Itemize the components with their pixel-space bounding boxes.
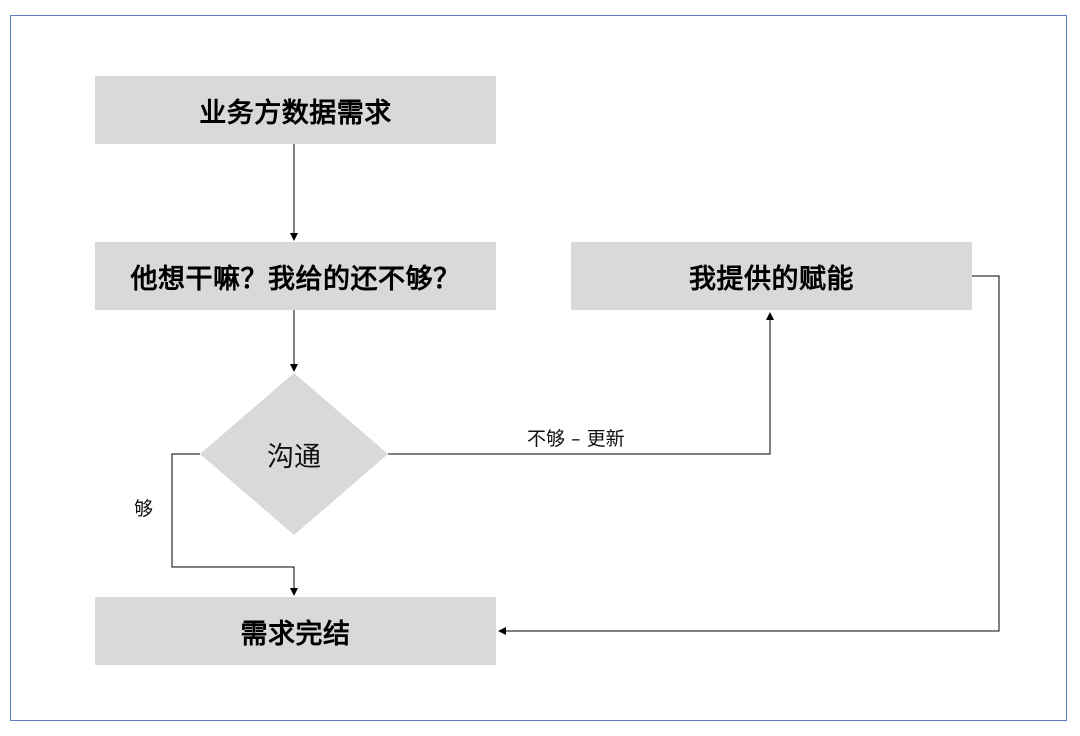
node-data-request-label: 业务方数据需求	[199, 97, 392, 129]
arrow-communicate-to-enable	[388, 312, 774, 455]
node-data-request: 业务方数据需求	[95, 76, 496, 144]
node-enablement-label: 我提供的赋能	[689, 263, 854, 295]
communicate-diamond	[200, 373, 388, 535]
node-request-done-label: 需求完结	[240, 618, 351, 650]
node-enablement: 我提供的赋能	[571, 242, 972, 310]
node-question: 他想干嘛？我给的还不够？	[95, 242, 496, 310]
diagram-frame	[10, 15, 1067, 721]
arrow-communicate-to-done	[171, 453, 298, 596]
node-communicate-label: 沟通	[267, 441, 321, 473]
edge-label-enough: 够	[134, 498, 154, 520]
node-request-done: 需求完结	[95, 597, 496, 665]
node-question-label: 他想干嘛？我给的还不够？	[130, 263, 461, 295]
arrow-enable-to-done	[498, 275, 1000, 635]
edge-label-not-enough: 不够 – 更新	[527, 428, 625, 450]
